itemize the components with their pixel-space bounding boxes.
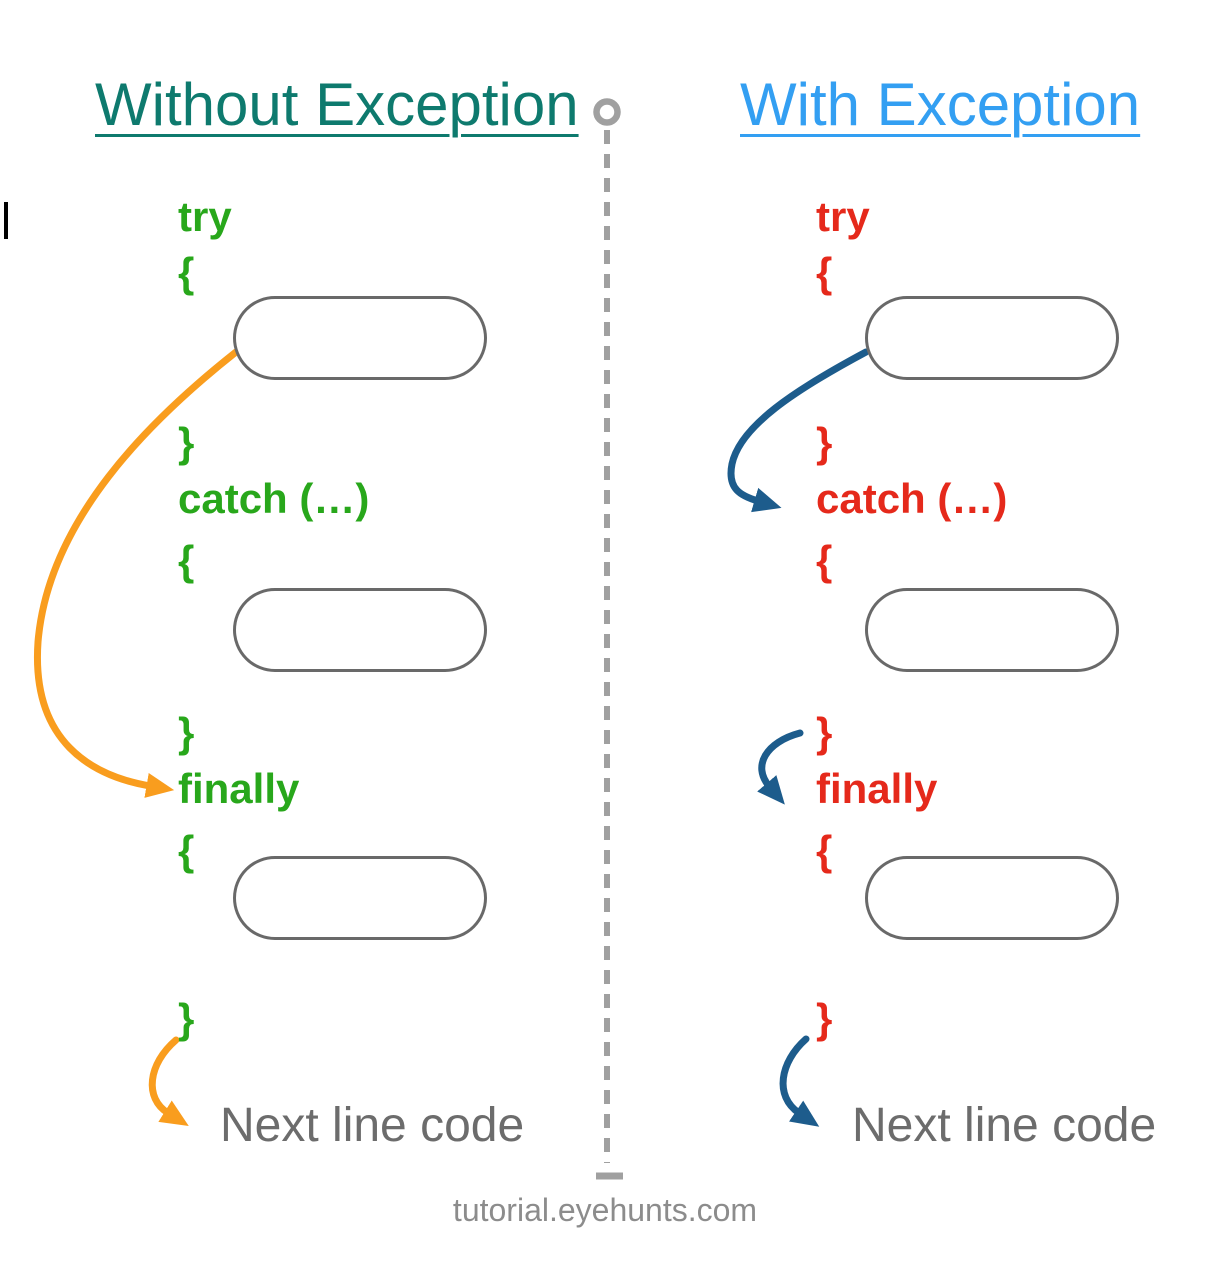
- right-try-close-brace: }: [816, 419, 833, 466]
- flow-arrow-left-finally-to-next-line: [148, 1036, 189, 1127]
- left-next-line-code-label: Next line code: [220, 1099, 525, 1152]
- left-finally-open-brace: {: [178, 827, 195, 874]
- right-catch-close-brace: }: [816, 709, 833, 756]
- left-column-title: Without Exception: [95, 71, 579, 138]
- left-try-open-brace: {: [178, 249, 195, 296]
- right-column-title: With Exception: [740, 71, 1141, 138]
- flow-arrow-right-catch-to-finally: [757, 729, 804, 805]
- left-try-block-placeholder: [233, 296, 487, 380]
- left-finally-block-placeholder: [233, 856, 487, 940]
- right-try-open-brace: {: [816, 249, 833, 296]
- divider-top-ring-icon: [593, 98, 621, 126]
- left-catch-close-brace: }: [178, 709, 195, 756]
- right-next-line-code-label: Next line code: [852, 1099, 1157, 1152]
- watermark-text: tutorial.eyehunts.com: [452, 1192, 758, 1228]
- text-cursor-artifact: [4, 202, 8, 239]
- right-finally-keyword: finally: [816, 765, 938, 812]
- right-try-block-placeholder: [865, 296, 1119, 380]
- left-catch-keyword: catch (…): [178, 475, 370, 522]
- left-try-close-brace: }: [178, 419, 195, 466]
- right-try-keyword: try: [816, 193, 870, 240]
- left-catch-block-placeholder: [233, 588, 487, 672]
- right-catch-keyword: catch (…): [816, 475, 1008, 522]
- left-catch-open-brace: {: [178, 537, 195, 584]
- left-try-keyword: try: [178, 193, 232, 240]
- right-finally-block-placeholder: [865, 856, 1119, 940]
- right-finally-close-brace: }: [816, 995, 833, 1042]
- right-finally-open-brace: {: [816, 827, 833, 874]
- flow-arrow-right-finally-to-next-line: [779, 1035, 820, 1127]
- flow-arrow-left-try-to-finally: [33, 348, 240, 798]
- left-finally-keyword: finally: [178, 765, 300, 812]
- right-catch-open-brace: {: [816, 537, 833, 584]
- right-catch-block-placeholder: [865, 588, 1119, 672]
- left-finally-close-brace: }: [178, 995, 195, 1042]
